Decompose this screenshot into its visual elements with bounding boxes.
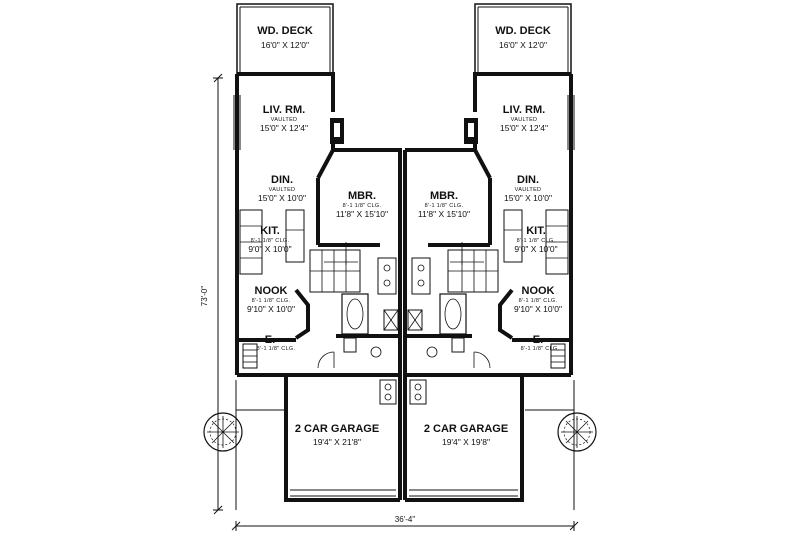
left-entry-name: E. [265, 334, 275, 346]
right-unit [405, 3, 575, 502]
left-dining-name: DIN. [271, 174, 293, 186]
right-living-dims: 15'0" X 12'4" [500, 123, 548, 133]
left-kitchen-note: 8'-1 1/8" CLG. [251, 238, 290, 244]
right-master-dims: 11'8" X 15'10" [418, 209, 470, 219]
left-kitchen-name: KIT. [260, 225, 280, 237]
right-master-name: MBR. [430, 190, 458, 202]
left-dining-note: VAULTED [269, 187, 296, 193]
right-kitchen-note: 8'-1 1/8" CLG. [517, 238, 556, 244]
right-garage-dims: 19'4" X 19'8" [442, 437, 490, 447]
left-deck-dims: 16'0" X 12'0" [261, 40, 309, 50]
left-living-name: LIV. RM. [263, 104, 305, 116]
left-living-note: VAULTED [271, 117, 298, 123]
left-nook-dims: 9'10" X 10'0" [247, 304, 295, 314]
left-nook-name: NOOK [255, 285, 288, 297]
right-garage-name: 2 CAR GARAGE [424, 423, 508, 435]
right-kitchen-dims: 9'0" X 10'0" [514, 244, 557, 254]
left-deck-name: WD. DECK [257, 25, 313, 37]
right-living-name: LIV. RM. [503, 104, 545, 116]
right-deck-name: WD. DECK [495, 25, 551, 37]
left-dining-dims: 15'0" X 10'0" [258, 193, 306, 203]
right-deck-dims: 16'0" X 12'0" [499, 40, 547, 50]
left-living-dims: 15'0" X 12'4" [260, 123, 308, 133]
left-nook-note: 8'-1 1/8" CLG. [252, 298, 291, 304]
right-kitchen-name: KIT. [526, 225, 546, 237]
right-living-note: VAULTED [511, 117, 538, 123]
left-labels: WD. DECK 16'0" X 12'0" LIV. RM. VAULTED … [247, 25, 388, 447]
left-kitchen-dims: 9'0" X 10'0" [248, 244, 291, 254]
overall-width-label: 36'-4" [395, 515, 416, 524]
right-entry-note: 8'-1 1/8" CLG. [521, 346, 560, 352]
dimension-lines: 73'-0" 36'-4" [200, 73, 579, 531]
right-master-note: 8'-1 1/8" CLG. [425, 203, 464, 209]
right-dining-name: DIN. [517, 174, 539, 186]
left-garage-dims: 19'4" X 21'8" [313, 437, 361, 447]
left-master-note: 8'-1 1/8" CLG. [343, 203, 382, 209]
right-nook-note: 8'-1 1/8" CLG. [519, 298, 558, 304]
left-master-dims: 11'8" X 15'10" [336, 209, 388, 219]
overall-depth-label: 73'-0" [200, 286, 209, 307]
left-master-name: MBR. [348, 190, 376, 202]
right-labels: WD. DECK 16'0" X 12'0" LIV. RM. VAULTED … [418, 25, 562, 447]
right-nook-dims: 9'10" X 10'0" [514, 304, 562, 314]
left-entry-note: 8'-1 1/8" CLG. [257, 346, 296, 352]
site-lines [235, 380, 575, 510]
right-dining-dims: 15'0" X 10'0" [504, 193, 552, 203]
right-entry-name: E. [533, 334, 543, 346]
right-dining-note: VAULTED [515, 187, 542, 193]
right-nook-name: NOOK [522, 285, 555, 297]
tree-right-icon [557, 412, 597, 452]
left-garage-name: 2 CAR GARAGE [295, 423, 379, 435]
